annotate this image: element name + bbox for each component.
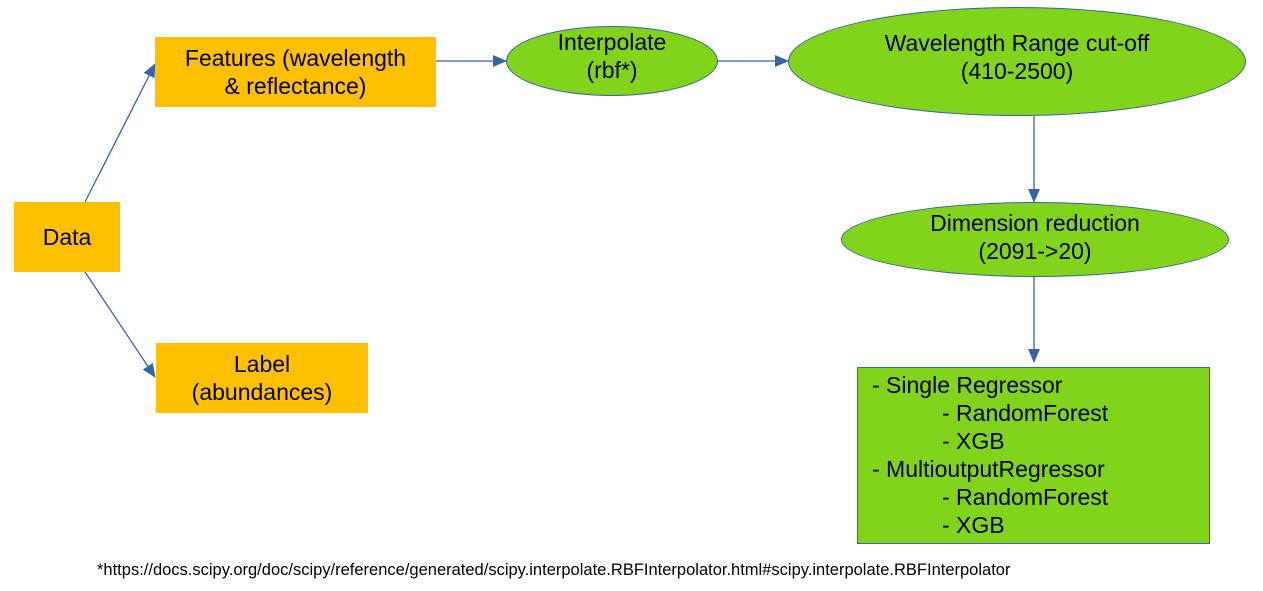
cutoff-node: Wavelength Range cut-off (410-2500) xyxy=(788,7,1246,116)
arrow-data-to-features xyxy=(84,63,156,203)
label-node-line1: Label xyxy=(233,351,291,377)
models-single-randomforest: - RandomForest xyxy=(942,400,1109,426)
dimension-reduction-node-line1: Dimension reduction xyxy=(930,209,1140,236)
cutoff-node-line2: (410-2500) xyxy=(960,57,1074,84)
models-single-xgb: - XGB xyxy=(942,428,1005,454)
dimension-reduction-node-line2: (2091->20) xyxy=(978,237,1092,264)
arrow-data-to-label xyxy=(84,271,156,378)
label-node: Label (abundances) xyxy=(156,343,368,413)
models-multi-randomforest: - RandomForest xyxy=(942,484,1109,510)
features-node-line1: Features (wavelength xyxy=(184,45,407,71)
models-multi-xgb: - XGB xyxy=(942,512,1005,538)
footnote: *https://docs.scipy.org/doc/scipy/refere… xyxy=(97,561,1011,579)
models-multioutput-regressor: - MultioutputRegressor xyxy=(872,456,1105,482)
models-node: - Single Regressor - RandomForest - XGB … xyxy=(857,367,1210,544)
interpolate-node-line1: Interpolate xyxy=(557,29,667,55)
interpolate-node: Interpolate (rbf*) xyxy=(506,26,718,96)
data-node-label: Data xyxy=(42,224,92,250)
features-node-line2: & reflectance) xyxy=(224,73,367,99)
features-node: Features (wavelength & reflectance) xyxy=(155,37,436,107)
label-node-line2: (abundances) xyxy=(191,379,333,405)
cutoff-node-line1: Wavelength Range cut-off xyxy=(884,29,1150,56)
dimension-reduction-node: Dimension reduction (2091->20) xyxy=(841,202,1229,277)
models-single-regressor: - Single Regressor xyxy=(872,372,1063,398)
interpolate-node-line2: (rbf*) xyxy=(586,57,638,83)
data-node: Data xyxy=(14,202,120,272)
